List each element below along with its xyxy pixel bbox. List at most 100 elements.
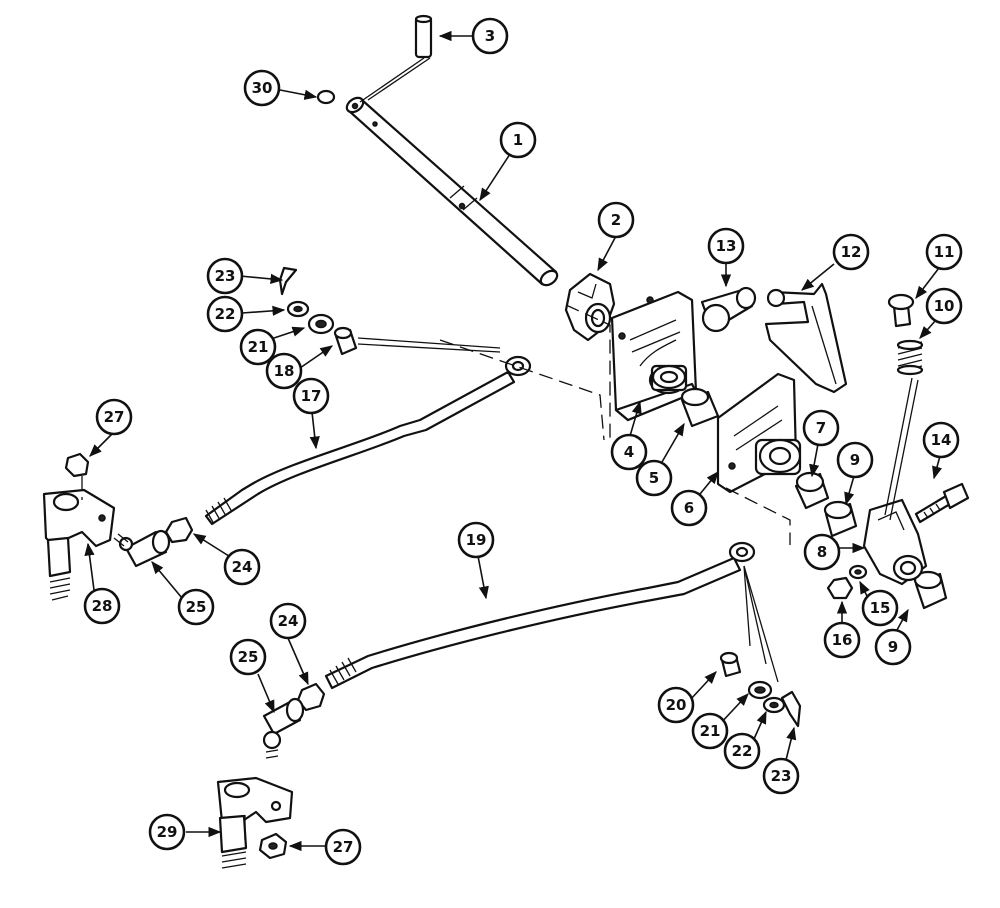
- callout-24-lower: 24: [269, 602, 307, 640]
- jam-nut-upper: [164, 516, 194, 544]
- callout-21-lower: 21: [691, 712, 729, 750]
- bushing-left: [680, 387, 720, 428]
- stud-bracket-28: [42, 488, 116, 601]
- svg-text:10: 10: [934, 297, 955, 315]
- bushing-20: [719, 651, 742, 678]
- svg-text:18: 18: [274, 362, 295, 380]
- callout-16: 16: [823, 621, 861, 659]
- callout-17: 17: [292, 377, 330, 415]
- svg-text:27: 27: [104, 408, 125, 426]
- nut-16: [826, 576, 854, 600]
- svg-text:7: 7: [816, 419, 826, 437]
- svg-text:2: 2: [611, 211, 621, 229]
- svg-text:17: 17: [301, 387, 322, 405]
- callout-24-upper: 24: [223, 548, 261, 586]
- callout-22-lower: 22: [723, 732, 761, 770]
- callout-25-lower: 25: [229, 638, 267, 676]
- washer-15-hole: [854, 569, 862, 575]
- svg-text:24: 24: [232, 558, 253, 576]
- callout-3: 3: [471, 17, 509, 55]
- callout-20: 20: [657, 686, 695, 724]
- callout-4: 4: [610, 433, 648, 471]
- callout-27-lower: 27: [324, 828, 362, 866]
- svg-text:4: 4: [624, 443, 634, 461]
- detent-button: [887, 293, 915, 328]
- svg-text:23: 23: [771, 767, 792, 785]
- callout-29: 29: [148, 813, 186, 851]
- nut-27-upper: [64, 452, 90, 478]
- svg-text:29: 29: [157, 823, 178, 841]
- bushing-9-lower: [913, 570, 948, 610]
- callout-23-lower: 23: [762, 757, 800, 795]
- cotter-pin-upper: [278, 266, 298, 296]
- callout-13: 13: [707, 227, 745, 265]
- swivel-block: [862, 498, 928, 586]
- svg-text:9: 9: [888, 638, 898, 656]
- bushing-9-upper: [823, 500, 858, 538]
- callout-7: 7: [802, 409, 840, 447]
- callout-21-upper: 21: [239, 328, 277, 366]
- callout-11: 11: [925, 233, 963, 271]
- callout-12: 12: [832, 233, 870, 271]
- svg-text:16: 16: [832, 631, 853, 649]
- svg-text:21: 21: [248, 338, 269, 356]
- callout-5: 5: [635, 459, 673, 497]
- gate-plate-lower: [716, 372, 802, 494]
- callout-18: 18: [265, 352, 303, 390]
- svg-text:23: 23: [215, 267, 236, 285]
- cross-shaft: [345, 96, 559, 287]
- control-rod-upper: [204, 355, 532, 526]
- callout-28: 28: [83, 587, 121, 625]
- svg-text:8: 8: [817, 543, 827, 561]
- svg-text:1: 1: [513, 131, 523, 149]
- callout-22-upper: 22: [206, 295, 244, 333]
- ball-joint-lower: [262, 697, 305, 759]
- callout-10: 10: [925, 287, 963, 325]
- svg-text:28: 28: [92, 597, 113, 615]
- roll-pin: [414, 14, 433, 59]
- stud-bracket-29: [216, 776, 294, 869]
- svg-text:11: 11: [934, 243, 955, 261]
- svg-text:13: 13: [716, 237, 737, 255]
- detent-spring: [896, 339, 924, 376]
- bushing-18: [333, 326, 358, 356]
- callout-9-upper: 9: [836, 441, 874, 479]
- svg-text:5: 5: [649, 469, 659, 487]
- callout-25-upper: 25: [177, 588, 215, 626]
- control-lever: [764, 282, 848, 394]
- assembly-lines: [81, 304, 919, 840]
- svg-text:22: 22: [732, 742, 753, 760]
- svg-text:3: 3: [485, 27, 495, 45]
- svg-text:15: 15: [870, 599, 891, 617]
- callout-19: 19: [457, 521, 495, 559]
- callout-8: 8: [803, 533, 841, 571]
- lever-knob: [700, 286, 757, 333]
- bushing-7: [794, 471, 830, 510]
- callout-1: 1: [499, 121, 537, 159]
- svg-text:6: 6: [684, 499, 694, 517]
- pivot-bracket: [564, 272, 616, 342]
- svg-text:9: 9: [850, 451, 860, 469]
- cotter-pin-lower: [780, 690, 802, 728]
- callout-27-upper: 27: [95, 398, 133, 436]
- svg-text:14: 14: [931, 431, 952, 449]
- o-ring: [316, 89, 336, 105]
- control-rod-lower: [324, 541, 756, 690]
- callout-23-upper: 23: [206, 257, 244, 295]
- svg-text:20: 20: [666, 696, 687, 714]
- callout-6: 6: [670, 489, 708, 527]
- callout-14: 14: [922, 421, 960, 459]
- svg-text:30: 30: [252, 79, 273, 97]
- svg-text:27: 27: [333, 838, 354, 856]
- svg-text:24: 24: [278, 612, 299, 630]
- callout-30: 30: [243, 69, 281, 107]
- callout-9-lower: 9: [874, 628, 912, 666]
- ball-joint-upper: [113, 529, 171, 568]
- svg-text:19: 19: [466, 531, 487, 549]
- callout-15: 15: [861, 589, 899, 627]
- svg-text:21: 21: [700, 722, 721, 740]
- svg-text:22: 22: [215, 305, 236, 323]
- bolt: [914, 482, 970, 524]
- svg-text:25: 25: [238, 648, 259, 666]
